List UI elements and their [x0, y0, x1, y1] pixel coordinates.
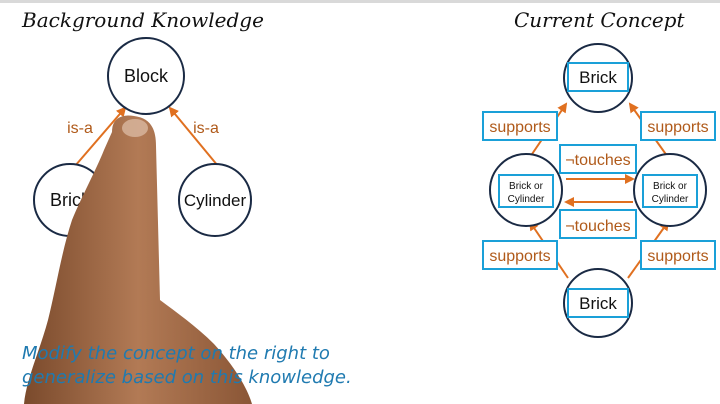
instruction-caption: Modify the concept on the right to gener… — [22, 342, 402, 390]
supports-label-upper-right: supports — [647, 119, 708, 136]
top-brick-label: Brick — [579, 68, 617, 87]
not-touches-label-lower: ¬touches — [565, 218, 630, 235]
pointing-finger-shape — [24, 115, 252, 404]
not-touches-box-upper — [559, 144, 637, 174]
left-brick-or-cylinder-box — [498, 174, 554, 208]
background-knowledge-heading: Background Knowledge — [22, 8, 264, 32]
block-node — [107, 37, 185, 115]
bottom-brick-label: Brick — [579, 294, 617, 313]
fingernail-shape — [122, 119, 148, 137]
caption-line-1: Modify the concept on the right to — [22, 343, 330, 364]
supports-label-lower-right: supports — [647, 248, 708, 265]
cylinder-node — [178, 163, 252, 237]
block-node-label: Block — [124, 66, 169, 86]
top-rule — [0, 0, 720, 3]
supports-label-lower-left: supports — [489, 248, 550, 265]
left-node-line2: Cylinder — [508, 194, 545, 205]
supports-box-lower-right — [640, 240, 716, 270]
supports-label-upper-left: supports — [489, 119, 550, 136]
not-touches-box-lower — [559, 209, 637, 239]
right-node-line2: Cylinder — [652, 194, 689, 205]
is-a-label-left: is-a — [67, 120, 93, 137]
not-touches-label-upper: ¬touches — [565, 152, 630, 169]
background-knowledge-graph: Block Brick Cylinder is-a is-a — [33, 37, 252, 237]
right-node-line1: Brick or — [653, 181, 688, 192]
is-a-label-right: is-a — [193, 120, 219, 137]
caption-line-2: generalize based on this knowledge. — [22, 367, 352, 388]
is-a-arrow-right — [168, 106, 219, 167]
left-node-line1: Brick or — [509, 181, 544, 192]
cylinder-node-label: Cylinder — [184, 191, 247, 210]
bottom-brick-box — [567, 288, 629, 318]
right-brick-or-cylinder-box — [642, 174, 698, 208]
supports-box-upper-left — [482, 111, 558, 141]
supports-box-upper-right — [640, 111, 716, 141]
supports-box-lower-left — [482, 240, 558, 270]
top-brick-box — [567, 62, 629, 92]
current-concept-graph: Brick Brick Brick or Cylinder Brick or C… — [482, 43, 716, 338]
current-concept-heading: Current Concept — [514, 8, 685, 32]
is-a-arrow-left — [74, 106, 127, 167]
